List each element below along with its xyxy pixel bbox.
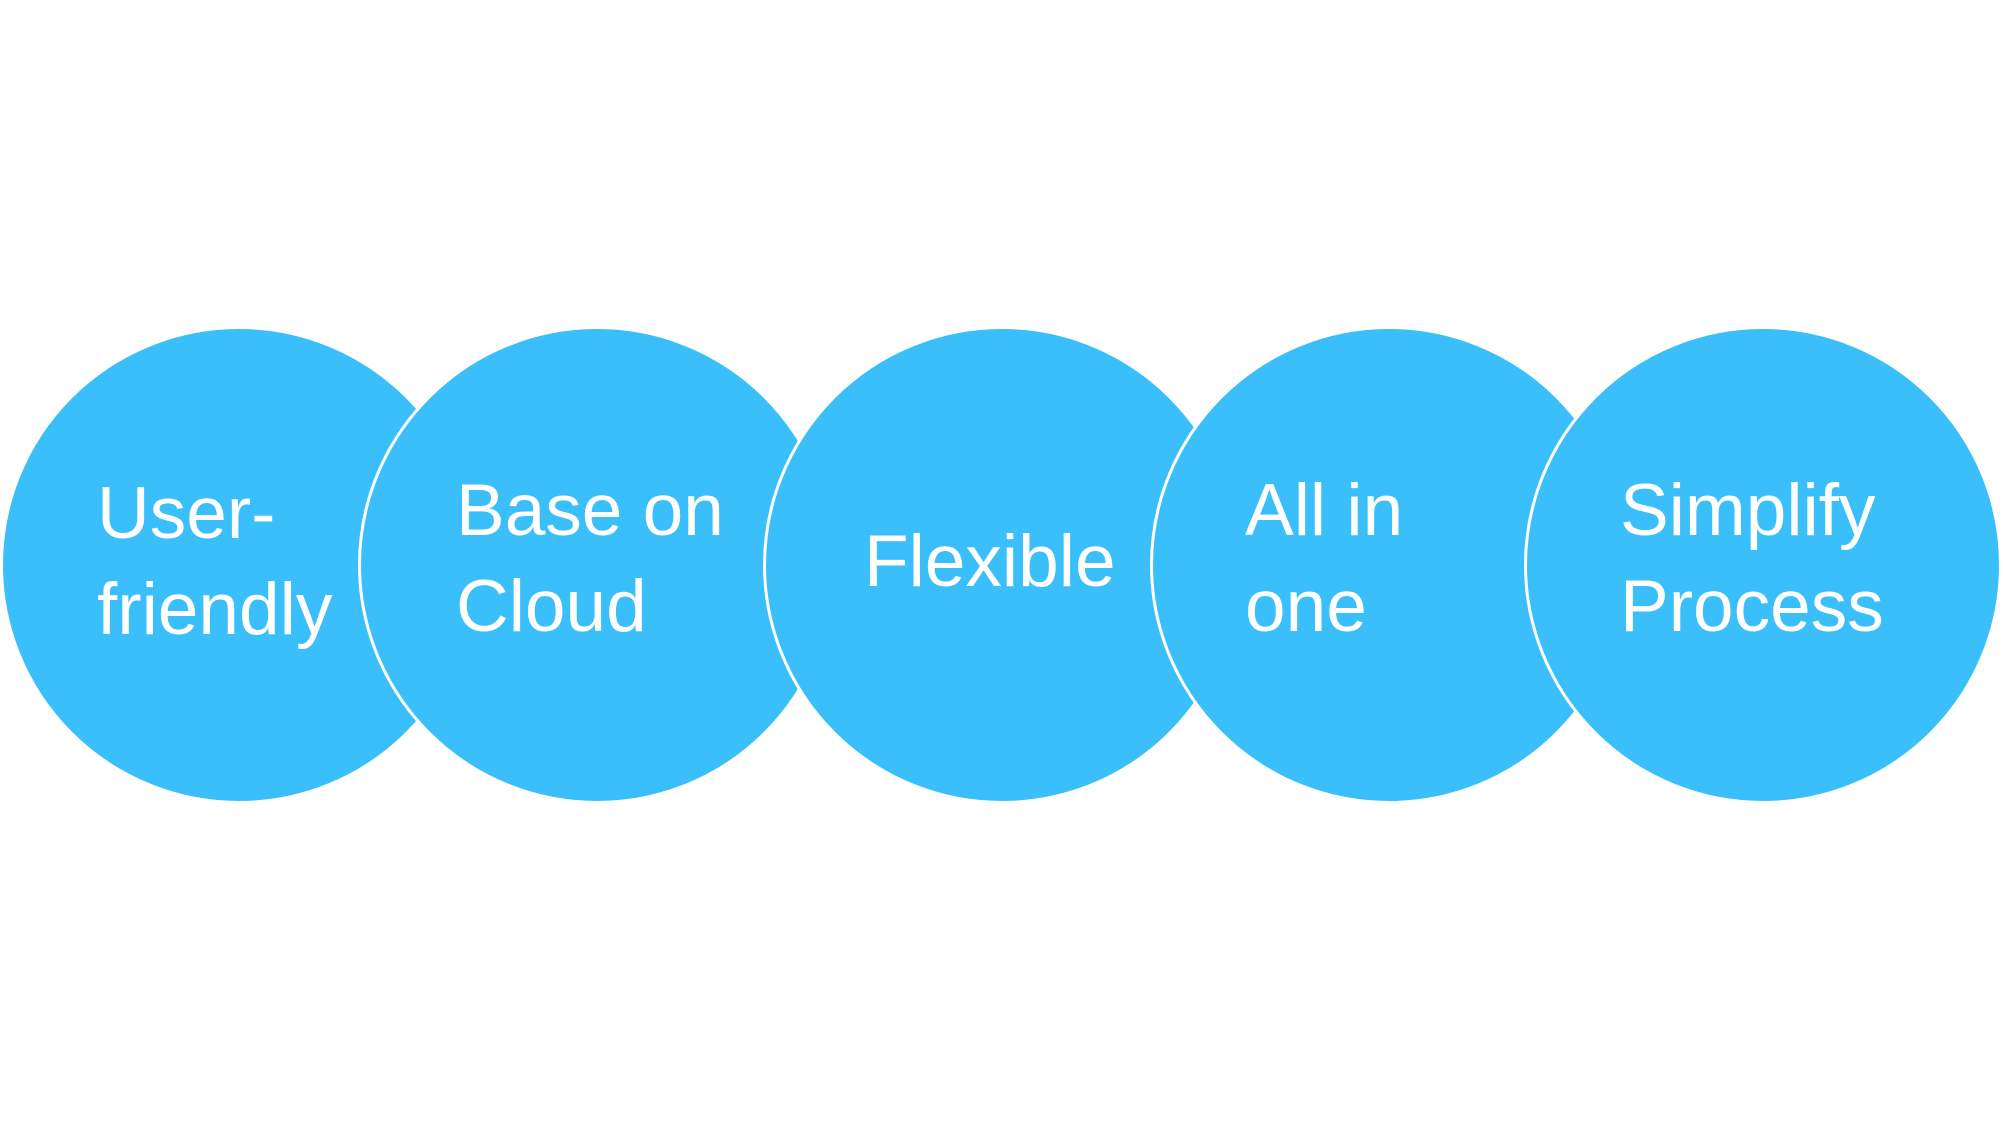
circle-base-on-cloud xyxy=(358,326,836,804)
label-flexible: Flexible xyxy=(864,521,1116,602)
label-base-on-cloud: Base on Cloud xyxy=(456,470,724,647)
circle-simplify-process xyxy=(1524,326,2002,804)
label-user-friendly: User- friendly xyxy=(97,473,333,650)
label-simplify-process: Simplify Process xyxy=(1620,470,1884,647)
label-all-in-one: All in one xyxy=(1245,470,1404,647)
